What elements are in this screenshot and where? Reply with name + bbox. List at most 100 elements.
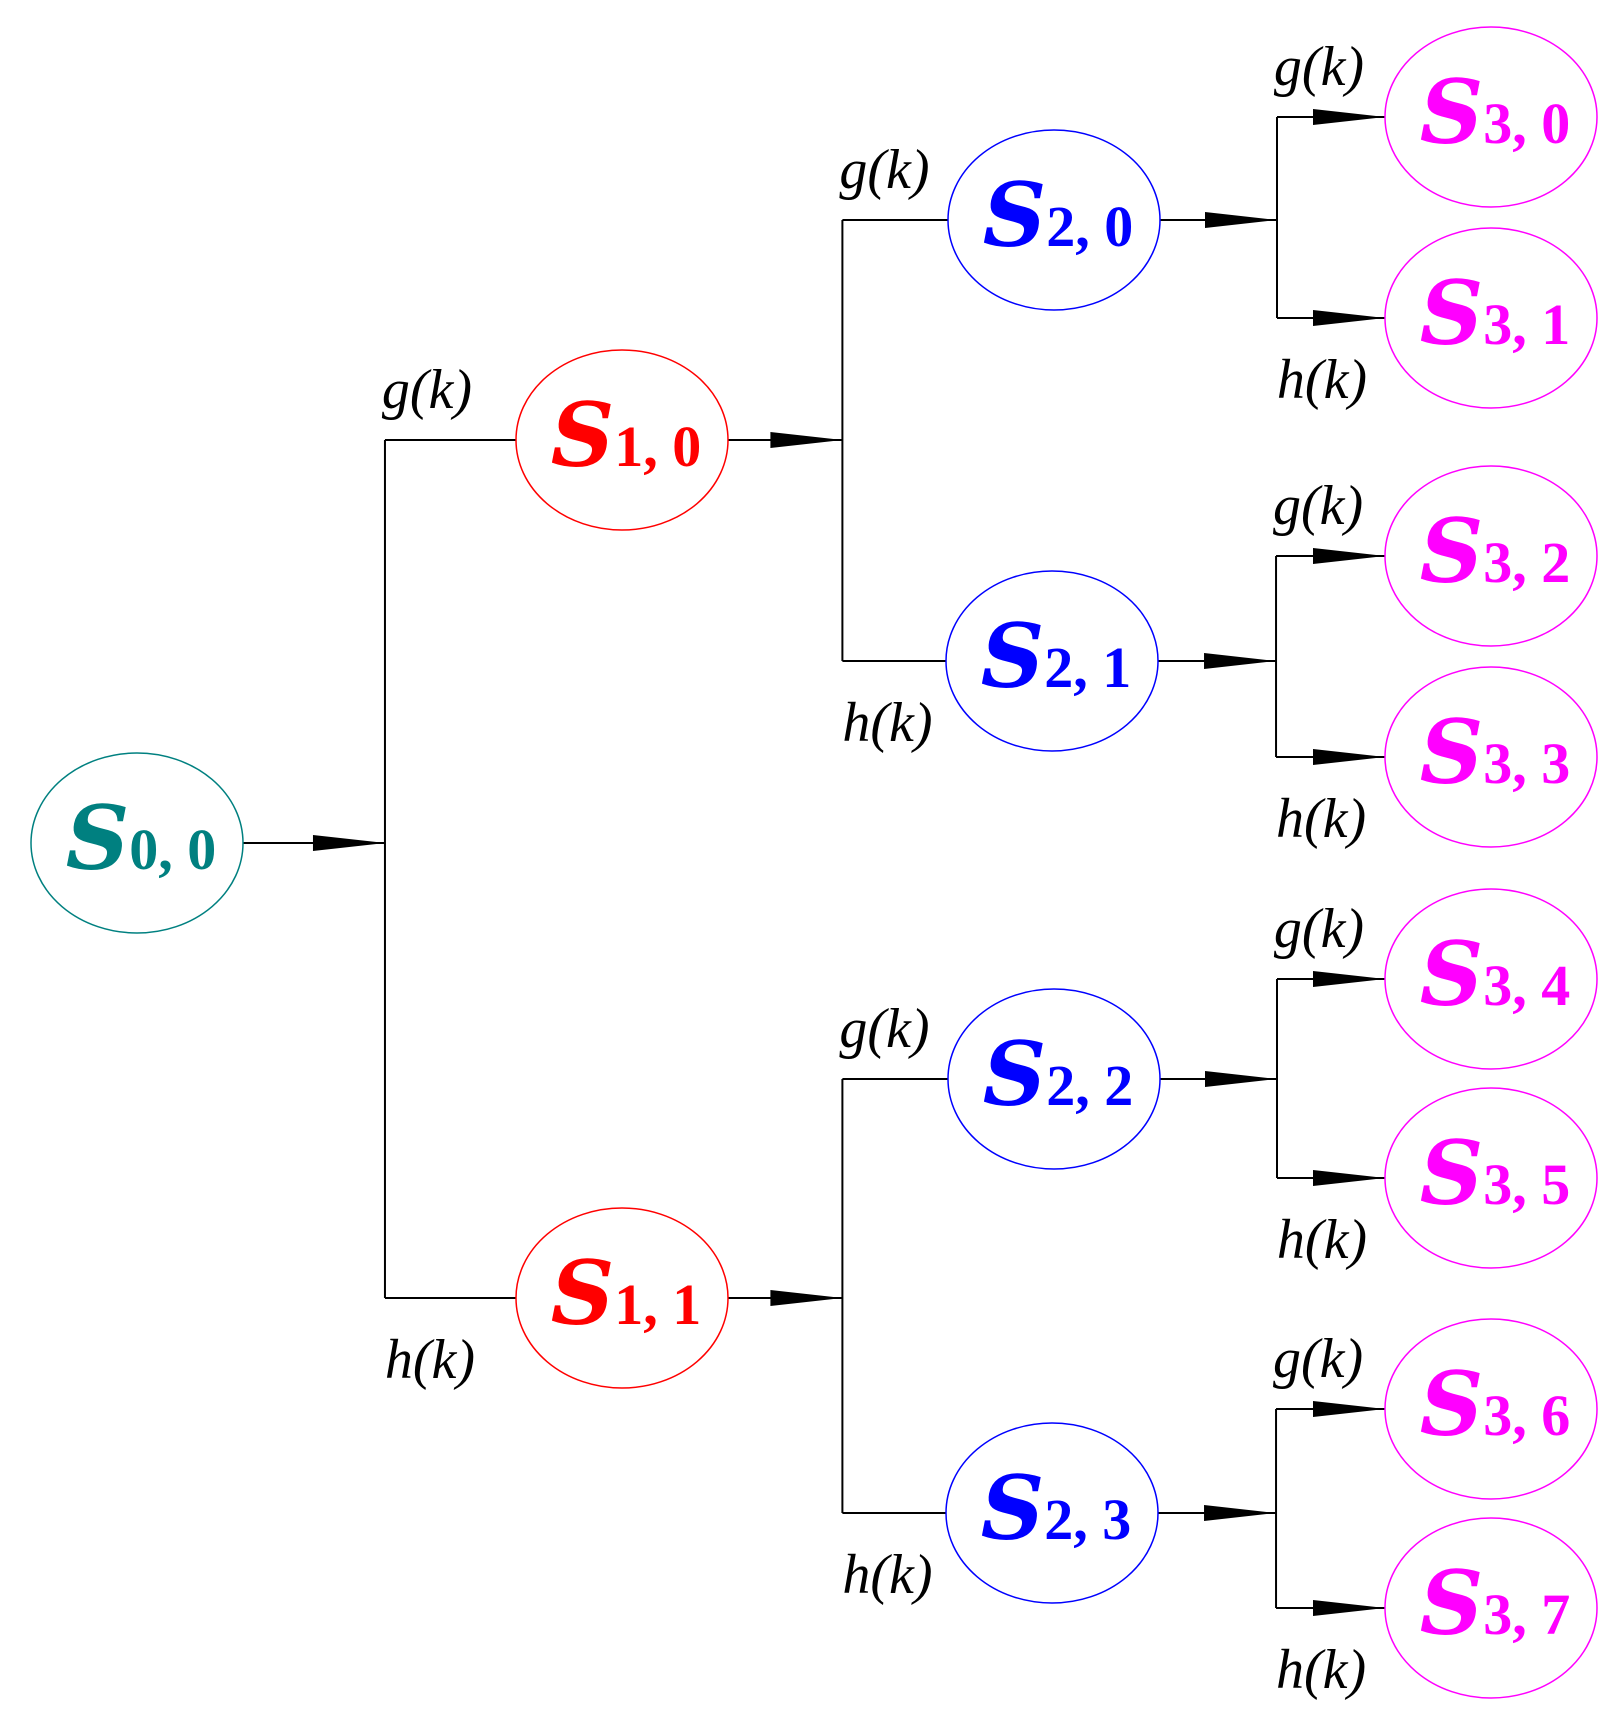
edge-label-s3-3: h(k): [1276, 788, 1366, 850]
node-letter-s2-2: S: [983, 1022, 1047, 1126]
node-letter-s3-7: S: [1420, 1551, 1484, 1655]
node-ellipse-s0-0: [30, 752, 244, 934]
node-label-s3-3: S3, 3: [1420, 700, 1571, 804]
node-s3-1: S3, 1: [1384, 227, 1598, 409]
node-subscript-s3-4: 3, 4: [1483, 953, 1570, 1018]
node-subscript-s1-1: 1, 1: [614, 1272, 701, 1337]
arrowhead-s3-7: [1313, 1600, 1385, 1616]
arrowhead-s3-4: [1313, 971, 1385, 987]
node-ellipse-s3-0: [1384, 26, 1598, 208]
node-letter-s3-1: S: [1420, 261, 1484, 365]
node-letter-s3-3: S: [1420, 700, 1484, 804]
edge-label-s1-1: h(k): [385, 1329, 475, 1391]
node-s3-7: S3, 7: [1384, 1517, 1598, 1699]
node-letter-s3-0: S: [1420, 60, 1484, 164]
arrowhead-trunk-s2-1: [1204, 653, 1277, 669]
node-label-s3-0: S3, 0: [1420, 60, 1571, 164]
node-label-s2-2: S2, 2: [983, 1022, 1134, 1126]
edge-label-s2-1: h(k): [842, 692, 932, 754]
edge-group-s1-1: g(k) h(k): [728, 998, 948, 1606]
edge-label-s3-0: g(k): [1274, 36, 1364, 98]
edge-label-s2-2: g(k): [839, 998, 929, 1060]
node-subscript-s3-7: 3, 7: [1483, 1582, 1570, 1647]
node-subscript-s3-5: 3, 5: [1483, 1152, 1570, 1217]
node-ellipse-s3-2: [1384, 465, 1598, 647]
edge-group-s2-2: g(k) h(k): [1160, 898, 1385, 1271]
arrowhead-s3-0: [1313, 109, 1385, 125]
arrowhead-s3-3: [1313, 749, 1385, 765]
node-ellipse-s1-0: [515, 349, 729, 531]
edge-label-s3-6: g(k): [1273, 1328, 1363, 1390]
node-letter-s0-0: S: [66, 786, 130, 890]
edge-label-s3-5: h(k): [1277, 1209, 1367, 1271]
node-s0-0: S0, 0: [30, 752, 244, 934]
node-label-s2-0: S2, 0: [983, 163, 1134, 267]
node-letter-s3-6: S: [1420, 1352, 1484, 1456]
node-ellipse-s2-1: [945, 570, 1159, 752]
edge-group-s2-1: g(k) h(k): [1158, 475, 1385, 850]
edge-label-s3-2: g(k): [1273, 475, 1363, 537]
node-label-s3-5: S3, 5: [1420, 1121, 1571, 1225]
node-ellipse-s3-1: [1384, 227, 1598, 409]
arrowhead-s3-1: [1313, 310, 1385, 326]
edge-label-s3-7: h(k): [1276, 1639, 1366, 1701]
node-subscript-s0-0: 0, 0: [129, 817, 216, 882]
node-label-s3-6: S3, 6: [1420, 1352, 1571, 1456]
node-label-s3-4: S3, 4: [1420, 922, 1571, 1026]
node-subscript-s3-6: 3, 6: [1483, 1383, 1570, 1448]
arrowhead-s3-5: [1313, 1170, 1385, 1186]
node-s2-0: S2, 0: [947, 129, 1161, 311]
edge-group-s0-0: g(k) h(k): [243, 359, 516, 1391]
node-s3-0: S3, 0: [1384, 26, 1598, 208]
node-subscript-s3-3: 3, 3: [1483, 731, 1570, 796]
node-s3-5: S3, 5: [1384, 1087, 1598, 1269]
node-label-s2-1: S2, 1: [981, 604, 1132, 708]
node-label-s2-3: S2, 3: [981, 1456, 1132, 1560]
node-letter-s3-5: S: [1420, 1121, 1484, 1225]
node-subscript-s1-0: 1, 0: [614, 414, 701, 479]
node-ellipse-s2-0: [947, 129, 1161, 311]
node-subscript-s2-0: 2, 0: [1046, 194, 1133, 259]
node-letter-s1-1: S: [551, 1241, 615, 1345]
node-s2-2: S2, 2: [947, 988, 1161, 1170]
edge-label-s2-0: g(k): [839, 139, 929, 201]
node-label-s1-1: S1, 1: [551, 1241, 702, 1345]
arrowhead-trunk-s0-0: [312, 835, 385, 851]
node-letter-s1-0: S: [551, 383, 615, 487]
edge-label-s3-4: g(k): [1274, 898, 1364, 960]
node-ellipse-s3-7: [1384, 1517, 1598, 1699]
node-ellipse-s1-1: [515, 1207, 729, 1389]
node-label-s3-2: S3, 2: [1420, 499, 1571, 603]
node-s3-4: S3, 4: [1384, 888, 1598, 1070]
node-ellipse-s2-3: [945, 1422, 1159, 1604]
node-ellipse-s3-4: [1384, 888, 1598, 1070]
node-letter-s3-4: S: [1420, 922, 1484, 1026]
node-subscript-s3-0: 3, 0: [1483, 91, 1570, 156]
node-s3-3: S3, 3: [1384, 666, 1598, 848]
node-subscript-s3-1: 3, 1: [1483, 292, 1570, 357]
node-letter-s2-0: S: [983, 163, 1047, 267]
arrowhead-trunk-s2-2: [1205, 1071, 1277, 1087]
node-ellipse-s3-6: [1384, 1318, 1598, 1500]
edge-label-s2-3: h(k): [842, 1544, 932, 1606]
nodes-layer: S0, 0S1, 0S1, 1S2, 0S2, 1S2, 2S2, 3S3, 0…: [30, 26, 1598, 1699]
arrowhead-s3-6: [1313, 1401, 1385, 1417]
node-s3-2: S3, 2: [1384, 465, 1598, 647]
arrowhead-trunk-s1-1: [770, 1290, 843, 1306]
node-s2-3: S2, 3: [945, 1422, 1159, 1604]
node-letter-s2-1: S: [981, 604, 1045, 708]
edge-group-s2-3: g(k) h(k): [1158, 1328, 1385, 1701]
edge-group-s2-0: g(k) h(k): [1160, 36, 1385, 411]
edge-label-s1-0: g(k): [382, 359, 472, 421]
arrowhead-trunk-s2-0: [1205, 212, 1277, 228]
arrowhead-s3-2: [1313, 548, 1385, 564]
edge-label-s3-1: h(k): [1277, 349, 1367, 411]
node-label-s3-1: S3, 1: [1420, 261, 1571, 365]
edge-group-s1-0: g(k) h(k): [728, 139, 948, 754]
node-letter-s3-2: S: [1420, 499, 1484, 603]
node-label-s0-0: S0, 0: [66, 786, 217, 890]
node-s1-0: S1, 0: [515, 349, 729, 531]
node-subscript-s3-2: 3, 2: [1483, 530, 1570, 595]
arrowhead-trunk-s1-0: [770, 432, 843, 448]
